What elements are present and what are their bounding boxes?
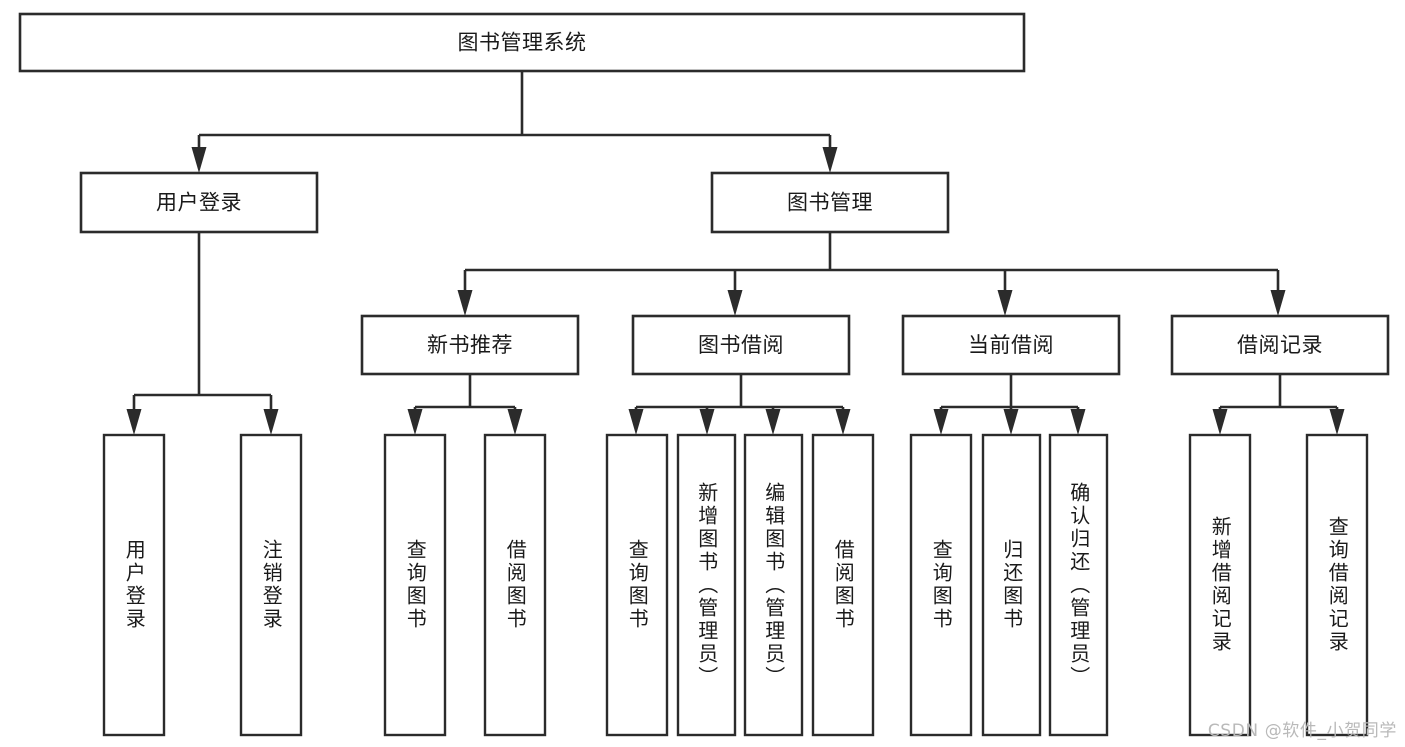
- node-box-records[interactable]: [1170, 314, 1390, 376]
- node-label-newbook: 新书推荐: [427, 333, 513, 357]
- node-label-records: 借阅记录: [1237, 333, 1323, 357]
- node-box-newbook[interactable]: [360, 314, 580, 376]
- node-box-leaf6[interactable]: [676, 433, 737, 737]
- connector-newbook-to-leaves: [407, 374, 523, 435]
- node-box-leaf5[interactable]: [605, 433, 669, 737]
- node-box-leaf13[interactable]: [1305, 433, 1369, 737]
- connectors-layer: [126, 71, 1345, 435]
- node-box-login[interactable]: [79, 171, 319, 234]
- connector-root-to-level1: [191, 71, 838, 173]
- node-box-leaf2[interactable]: [239, 433, 303, 737]
- node-box-leaf9[interactable]: [909, 433, 973, 737]
- node-box-bookmgmt[interactable]: [710, 171, 950, 234]
- node-box-leaf8[interactable]: [811, 433, 875, 737]
- node-box-current[interactable]: [901, 314, 1121, 376]
- node-box-leaf1[interactable]: [102, 433, 166, 737]
- boxes-layer: [18, 12, 1390, 737]
- watermark-text: CSDN @软件_小贺同学: [1207, 721, 1397, 741]
- connector-borrow-to-leaves: [628, 374, 851, 435]
- node-label-bookmgmt: 图书管理: [787, 191, 873, 215]
- node-box-root[interactable]: [18, 12, 1026, 73]
- node-label-current: 当前借阅: [968, 333, 1054, 357]
- node-box-leaf10[interactable]: [981, 433, 1042, 737]
- node-label-root: 图书管理系统: [458, 31, 587, 55]
- node-label-borrow: 图书借阅: [698, 333, 784, 357]
- connector-records-to-leaves: [1212, 374, 1345, 435]
- connector-login-to-leaves: [126, 232, 279, 435]
- connector-current-to-leaves: [933, 374, 1086, 435]
- node-box-leaf12[interactable]: [1188, 433, 1252, 737]
- node-box-borrow[interactable]: [631, 314, 851, 376]
- connector-bookmgmt-to-level2: [457, 232, 1286, 316]
- node-box-leaf7[interactable]: [743, 433, 804, 737]
- node-box-leaf3[interactable]: [383, 433, 447, 737]
- node-box-leaf11[interactable]: [1048, 433, 1109, 737]
- node-box-leaf4[interactable]: [483, 433, 547, 737]
- node-label-login: 用户登录: [156, 191, 242, 215]
